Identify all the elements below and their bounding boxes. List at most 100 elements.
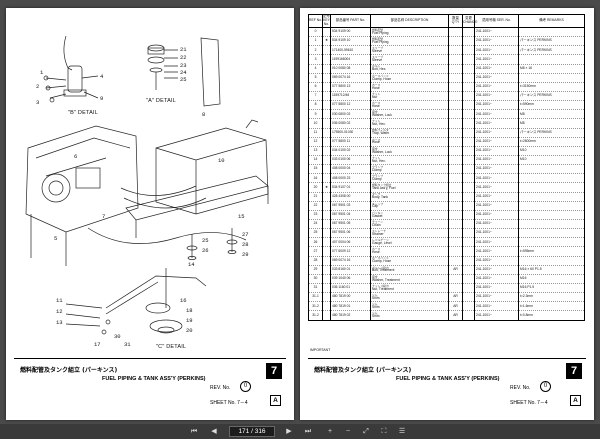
first-page-button[interactable]: ⏮ (190, 428, 198, 435)
cell-key (322, 100, 331, 111)
description-jp: クランプ (372, 164, 384, 169)
cell-remarks: M16 × 60 P1.5 (518, 265, 585, 275)
description-jp: ナット (372, 91, 381, 96)
cell-key (322, 155, 331, 166)
zoom-out-button[interactable]: − (345, 428, 351, 435)
cell-part-number: 034 0100 02 (330, 146, 371, 156)
cell-remarks: パーキンス PERKINS (518, 36, 585, 47)
fit-page-button[interactable]: ⤢ (363, 428, 369, 435)
cell-change (462, 228, 475, 239)
description-en: Hose (372, 103, 380, 108)
cell-key (322, 265, 331, 275)
cell-part-number: 480 7819 00 (330, 292, 371, 303)
cell-key (322, 310, 331, 321)
description-jp: キャップ (372, 201, 384, 206)
description-en: Trap, Water (372, 131, 390, 136)
cell-part-number: 1199166004 (330, 54, 371, 65)
cell-remarks: M10 (518, 155, 585, 166)
cell-change (462, 292, 475, 303)
cell-part-number: 171400-59610 (330, 45, 371, 56)
cell-serial: 241-1001~ (474, 192, 519, 202)
fullscreen-button[interactable]: ⛶ (381, 428, 387, 435)
description-jp: ホースバンド (372, 73, 389, 78)
prev-page-button[interactable]: ◀ (211, 428, 217, 435)
next-page-button[interactable]: ▶ (286, 428, 292, 435)
cell-qty (448, 146, 463, 156)
callout-label: 7 (102, 213, 106, 220)
rev-label: REV. No. (510, 385, 531, 391)
rev-number: 0 (540, 381, 551, 392)
cell-ref: 11 (308, 128, 323, 138)
cell-serial: 241-1001~ (474, 201, 519, 211)
cell-part-number: 067 9501 06 (330, 228, 371, 239)
cell-ref: 16 (308, 173, 323, 184)
cell-serial: 241-1001~ (474, 182, 519, 193)
description-jp: シム (372, 302, 378, 307)
col-header-change: 変更 CHANGE (462, 14, 478, 28)
cell-qty (448, 246, 463, 257)
cell-remarks (518, 54, 585, 65)
description-en: Shim (372, 314, 380, 319)
last-page-button[interactable]: ⏭ (304, 428, 312, 435)
cell-serial: 241-1001~ (474, 109, 519, 120)
cell-serial: 241-1001~ (474, 228, 519, 239)
callout-label: 4 (100, 73, 104, 80)
cell-serial: 241-1001~ (474, 91, 519, 102)
description-jp: ストレーナ (372, 228, 386, 233)
cell-part-number: 067 9501 05 (330, 219, 371, 230)
menu-button[interactable]: ☰ (398, 428, 406, 435)
description-jp: ナット (372, 119, 381, 124)
callout-label: 6 (74, 153, 78, 160)
callout-label: 8 (202, 111, 206, 118)
cell-key (322, 64, 331, 74)
cell-key (322, 256, 331, 266)
cell-ref: 25 (308, 228, 323, 239)
description-en: Shim (372, 295, 380, 300)
cell-change (462, 128, 475, 138)
cell-change (462, 246, 475, 257)
page-number-input[interactable] (229, 426, 275, 437)
cell-key (322, 118, 331, 129)
cell-qty (448, 219, 463, 230)
cell-part-number: 077 5800 13 (330, 82, 371, 92)
callout-label: 25 (202, 237, 209, 244)
cell-ref: 26 (308, 237, 323, 248)
cell-remarks (518, 237, 585, 248)
callout-label: 14 (188, 261, 195, 268)
detail-label: "B" DETAIL (68, 110, 98, 116)
zoom-in-button[interactable]: + (327, 428, 333, 435)
cell-serial: 241-1001~ (474, 155, 519, 166)
cell-serial: 241-1001~ (474, 137, 519, 147)
description-en: Sleeve (372, 58, 383, 63)
callout-label: 24 (180, 69, 187, 76)
cell-qty (448, 64, 463, 74)
cell-part-number: 077 5800 12 (330, 100, 371, 111)
cell-ref: 2 (308, 45, 323, 56)
section-number-badge: 7 (566, 363, 582, 379)
cell-ref: 30 (308, 274, 323, 284)
callout-label: 31 (124, 341, 131, 348)
rev-label: REV. No. (210, 385, 231, 391)
description-jp: スリーブ (372, 55, 384, 60)
cell-qty (448, 182, 463, 193)
cell-remarks: パーキンス PERKINS (518, 91, 585, 102)
callout-label: 28 (242, 241, 249, 248)
